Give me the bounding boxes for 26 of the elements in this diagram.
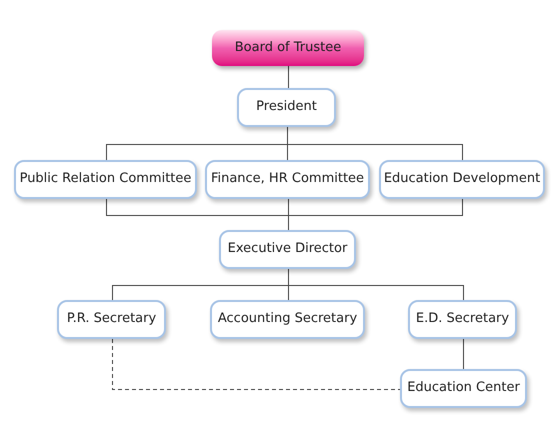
org-box xyxy=(219,230,356,269)
node-label: Education Center xyxy=(407,380,520,397)
org-box xyxy=(237,88,336,127)
node-label: Education Development xyxy=(384,171,540,188)
org-box xyxy=(205,160,370,199)
node-label: Public Relation Committee xyxy=(20,171,192,188)
org-box xyxy=(408,300,517,339)
node-label: P.R. Secretary xyxy=(66,311,156,328)
node-label: Executive Director xyxy=(228,241,348,258)
org-box xyxy=(210,300,365,339)
org-box xyxy=(57,300,166,339)
node-label: Board of Trustee xyxy=(234,40,342,56)
node-label: Accounting Secretary xyxy=(218,311,358,328)
connector-line xyxy=(288,198,463,230)
connector-line xyxy=(287,126,463,160)
connector-line xyxy=(288,66,289,88)
connector-line xyxy=(288,268,464,300)
top-org-box xyxy=(212,30,364,66)
org-box xyxy=(400,369,527,408)
node-label: E.D. Secretary xyxy=(416,311,510,328)
node-label: Finance, HR Committee xyxy=(210,171,364,188)
org-box xyxy=(14,160,197,199)
connector-line xyxy=(463,338,464,370)
org-box xyxy=(379,160,545,199)
dashed-connector xyxy=(112,338,400,390)
node-label: President xyxy=(256,99,317,116)
